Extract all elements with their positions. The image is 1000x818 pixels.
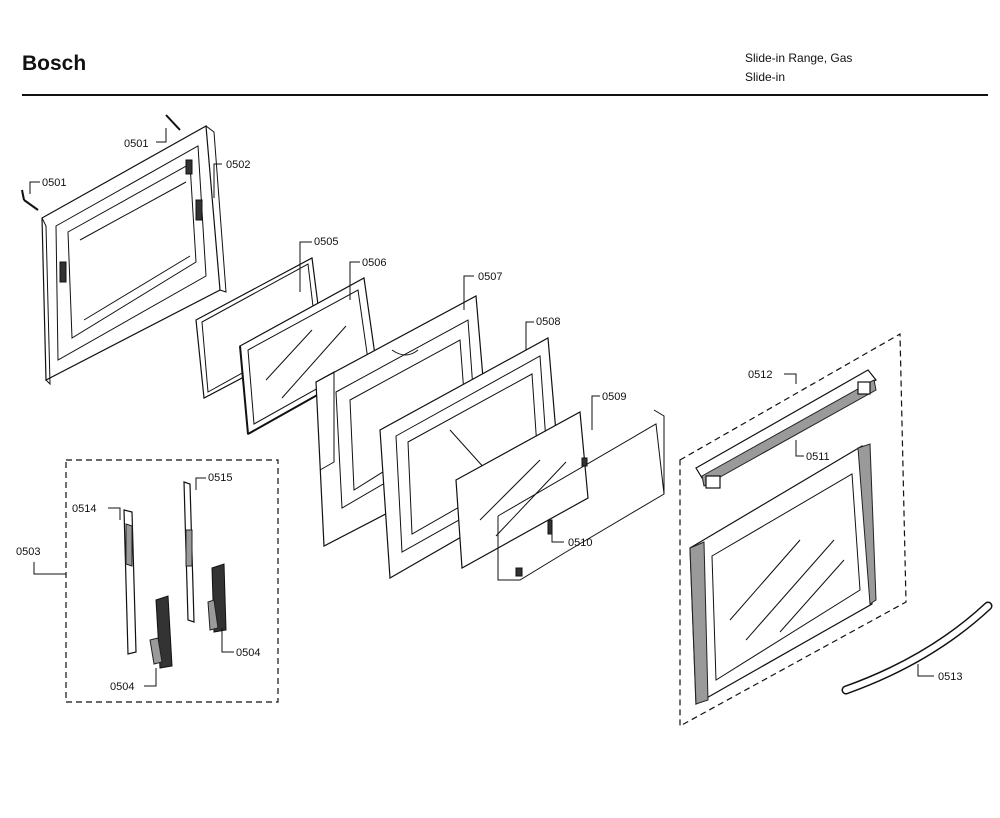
product-line: Slide-in Range, Gas	[745, 51, 853, 65]
callout-0504-left: 0504	[110, 681, 134, 693]
product-type: Slide-in	[745, 70, 786, 84]
leader-lines	[29, 128, 934, 687]
callout-0501-upper: 0501	[124, 138, 148, 150]
part-0514-hinge-receiver	[123, 509, 137, 655]
callout-0509: 0509	[602, 391, 626, 403]
callout-0515: 0515	[208, 472, 232, 484]
callout-0508: 0508	[536, 316, 560, 328]
part-0501-hinge-pins	[21, 114, 181, 211]
part-0506-inner-glass	[239, 277, 377, 435]
part-0515-hinge-receiver	[183, 481, 195, 623]
callout-0502: 0502	[226, 159, 250, 171]
part-0504-hinges	[149, 563, 227, 669]
header-divider	[22, 94, 988, 96]
callout-0506: 0506	[362, 257, 386, 269]
brand-title: Bosch	[22, 52, 87, 75]
callout-0512: 0512	[748, 369, 772, 381]
callout-0510: 0510	[568, 537, 592, 549]
part-0513-handle	[841, 601, 993, 695]
callout-0501-left: 0501	[42, 177, 66, 189]
callout-0507: 0507	[478, 271, 502, 283]
callout-0511: 0511	[806, 451, 830, 463]
part-0502-door-frame	[41, 125, 227, 386]
outer-door-assembly-outline	[679, 332, 907, 728]
callout-0505: 0505	[314, 236, 338, 248]
callout-0503: 0503	[16, 546, 40, 558]
part-0511-outer-panel	[689, 443, 877, 706]
hinge-kit-box	[65, 459, 279, 703]
callout-0513: 0513	[938, 671, 962, 683]
callout-0514: 0514	[72, 503, 96, 515]
callout-0504-right: 0504	[236, 647, 260, 659]
part-0510-bracket	[497, 409, 665, 581]
part-0509-glass-pane	[455, 411, 589, 569]
part-0512-vent-trim	[695, 369, 877, 489]
